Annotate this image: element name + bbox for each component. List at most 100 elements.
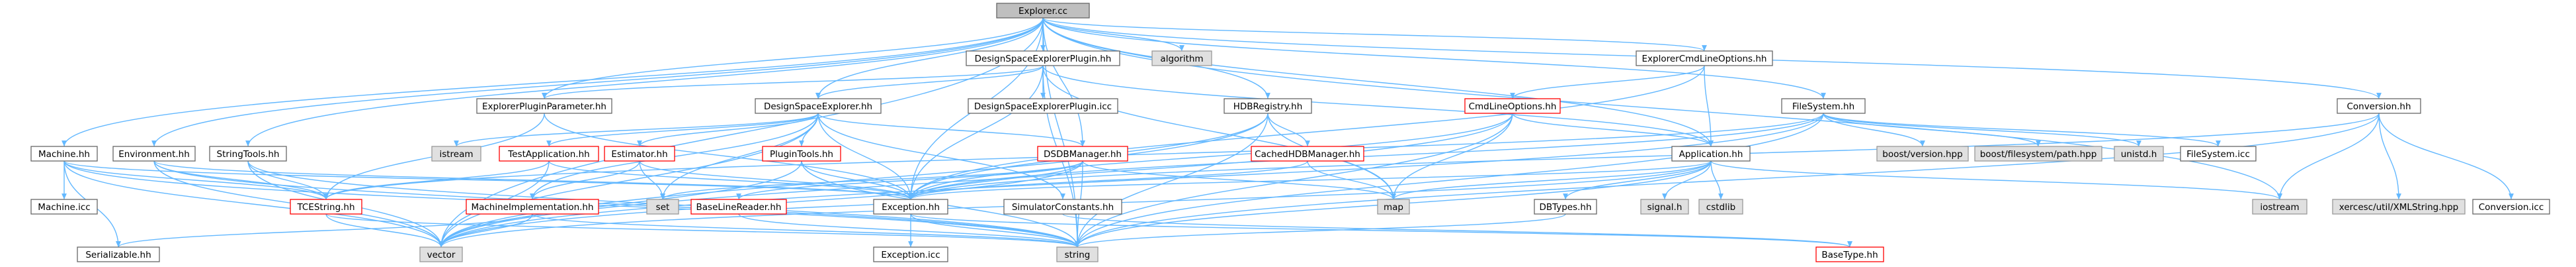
node-environment-hh[interactable]: Environment.hh [112, 146, 196, 162]
node-label: istream [439, 149, 473, 160]
node-baselinereader-hh[interactable]: BaseLineReader.hh [690, 199, 787, 215]
edge-dse_plugin_hh-to-explorer_plugin_param_hh [542, 65, 1044, 99]
node-map[interactable]: map [1377, 199, 1410, 215]
node-xercesc-hpp[interactable]: xercesc/util/XMLString.hpp [2332, 199, 2466, 215]
edge-exception_hh-to-basetype_hh [910, 213, 1852, 248]
node-conversion-hh[interactable]: Conversion.hh [2337, 98, 2421, 114]
edge-dsdbmanager_hh-to-set [660, 160, 1083, 200]
node-conversion-icc[interactable]: Conversion.icc [2472, 199, 2550, 215]
node-label: vector [427, 250, 456, 260]
node-label: BaseType.hh [1821, 250, 1878, 260]
node-hdbregistry-hh[interactable]: HDBRegistry.hh [1224, 98, 1312, 114]
node-estimator-hh[interactable]: Estimator.hh [604, 146, 675, 162]
node-label: StringTools.hh [217, 149, 280, 160]
node-label: Machine.icc [38, 202, 90, 213]
node-label: boost/version.hpp [1882, 149, 1962, 160]
node-set[interactable]: set [646, 199, 679, 215]
edge-dse_hh-to-testapplication_hh [546, 113, 819, 147]
edge-explorer_cc-to-dsdbmanager_hh [1042, 17, 1085, 147]
edge-exception_hh-to-string [910, 213, 1080, 248]
node-label: iostream [2260, 202, 2299, 213]
node-cmdlineoptions-hh[interactable]: CmdLineOptions.hh [1464, 98, 1561, 114]
node-dsdbmanager-hh[interactable]: DSDBManager.hh [1037, 146, 1128, 162]
node-plugintools-hh[interactable]: PluginTools.hh [762, 146, 841, 162]
node-cstdlib[interactable]: cstdlib [1698, 199, 1743, 215]
node-machine-hh[interactable]: Machine.hh [30, 146, 98, 162]
node-unistd-h[interactable]: unistd.h [2114, 146, 2164, 162]
edge-application_hh-to-exception_hh [908, 160, 1712, 200]
node-box [30, 146, 98, 162]
edge-cmdlineoptions_hh-to-vector [438, 113, 1513, 248]
node-box [112, 146, 196, 162]
node-dbtypes-hh[interactable]: DBTypes.hh [1534, 199, 1597, 215]
node-explorer-plugin-param-hh[interactable]: ExplorerPluginParameter.hh [476, 98, 612, 114]
node-vector[interactable]: vector [419, 246, 463, 262]
node-iostream[interactable]: iostream [2252, 199, 2307, 215]
node-box [2114, 146, 2164, 162]
node-simulatorconstants-hh[interactable]: SimulatorConstants.hh [1003, 199, 1122, 215]
node-cachedhdbmanager-hh[interactable]: CachedHDBManager.hh [1251, 146, 1364, 162]
edge-plugintools_hh-to-vector [438, 160, 802, 248]
node-label: ExplorerCmdLineOptions.hh [1642, 54, 1767, 64]
edge-hdbregistry_hh-to-cachedhdbmanager_hh [1267, 113, 1310, 147]
node-explorer-cc[interactable]: Explorer.cc [996, 3, 1090, 19]
node-boostfilesystem-hpp[interactable]: boost/filesystem/path.hpp [1974, 146, 2102, 162]
edge-plugintools_hh-to-exception_hh [801, 160, 913, 200]
node-basetype-hh[interactable]: BaseType.hh [1815, 246, 1884, 262]
node-box [2332, 199, 2466, 215]
node-exception-icc[interactable]: Exception.icc [873, 246, 948, 262]
node-dse-plugin-hh[interactable]: DesignSpaceExplorerPlugin.hh [966, 50, 1120, 66]
node-tcestring-hh[interactable]: TCEString.hh [290, 199, 362, 215]
edge-explorer_cmdline_hh-to-exception_hh [908, 65, 1705, 200]
node-exception-hh[interactable]: Exception.hh [873, 199, 948, 215]
node-label: ExplorerPluginParameter.hh [482, 101, 606, 112]
node-algorithm[interactable]: algorithm [1151, 50, 1212, 66]
edge-conversion_hh-to-iostream [2277, 113, 2380, 200]
node-machineimpl-hh[interactable]: MachineImplementation.hh [466, 199, 599, 215]
edge-explorer_cc-to-explorer_plugin_param_hh [542, 17, 1044, 99]
node-label: DesignSpaceExplorerPlugin.hh [975, 54, 1112, 64]
node-label: string [1065, 250, 1091, 260]
edge-cachedhdbmanager_hh-to-exception_hh [908, 160, 1308, 200]
edge-estimator_hh-to-set [639, 160, 665, 200]
node-serializable-hh[interactable]: Serializable.hh [77, 246, 160, 262]
node-box [1698, 199, 1743, 215]
node-machine-icc[interactable]: Machine.icc [30, 199, 98, 215]
node-label: Explorer.cc [1018, 6, 1067, 17]
node-label: SimulatorConstants.hh [1012, 202, 1114, 213]
node-label: algorithm [1160, 54, 1203, 64]
edge-dse_hh-to-istream [454, 113, 819, 147]
edge-hdbregistry_hh-to-string [1075, 113, 1268, 248]
node-explorer-cmdline-hh[interactable]: ExplorerCmdLineOptions.hh [1636, 50, 1773, 66]
node-label: FileSystem.hh [1792, 101, 1854, 112]
edge-cmdlineoptions_hh-to-map [1391, 113, 1513, 200]
node-signal-h[interactable]: signal.h [1640, 199, 1689, 215]
node-stringtools-hh[interactable]: StringTools.hh [209, 146, 287, 162]
node-filesystem-hh[interactable]: FileSystem.hh [1781, 98, 1866, 114]
edge-explorer_cc-to-filesystem_hh [1042, 17, 1826, 99]
edge-application_hh-to-cstdlib [1710, 160, 1724, 200]
node-testapplication-hh[interactable]: TestApplication.hh [499, 146, 599, 162]
node-box [1224, 98, 1312, 114]
node-filesystem-icc[interactable]: FileSystem.icc [2180, 146, 2257, 162]
edge-explorer_plugin_param_hh-to-exception_hh [544, 113, 913, 200]
edge-dse_plugin_hh-to-dse_hh [815, 65, 1044, 99]
node-box [2252, 199, 2307, 215]
node-box [1377, 199, 1410, 215]
node-box [1534, 199, 1597, 215]
node-box [966, 50, 1120, 66]
node-boostversion-hpp[interactable]: boost/version.hpp [1876, 146, 1969, 162]
node-box [690, 199, 787, 215]
node-dse-plugin-icc[interactable]: DesignSpaceExplorerPlugin.icc [968, 98, 1118, 114]
node-box [1974, 146, 2102, 162]
node-string[interactable]: string [1056, 246, 1099, 262]
node-application-hh[interactable]: Application.hh [1671, 146, 1751, 162]
node-dse-hh[interactable]: DesignSpaceExplorer.hh [755, 98, 882, 114]
node-istream[interactable]: istream [431, 146, 481, 162]
edge-cachedhdbmanager_hh-to-map [1307, 160, 1396, 200]
node-box [499, 146, 599, 162]
node-box [30, 199, 98, 215]
edge-dse_hh-to-simulatorconstants_hh [817, 113, 1065, 200]
edge-filesystem_hh-to-vector [438, 113, 1824, 248]
node-label: Exception.hh [882, 202, 940, 213]
